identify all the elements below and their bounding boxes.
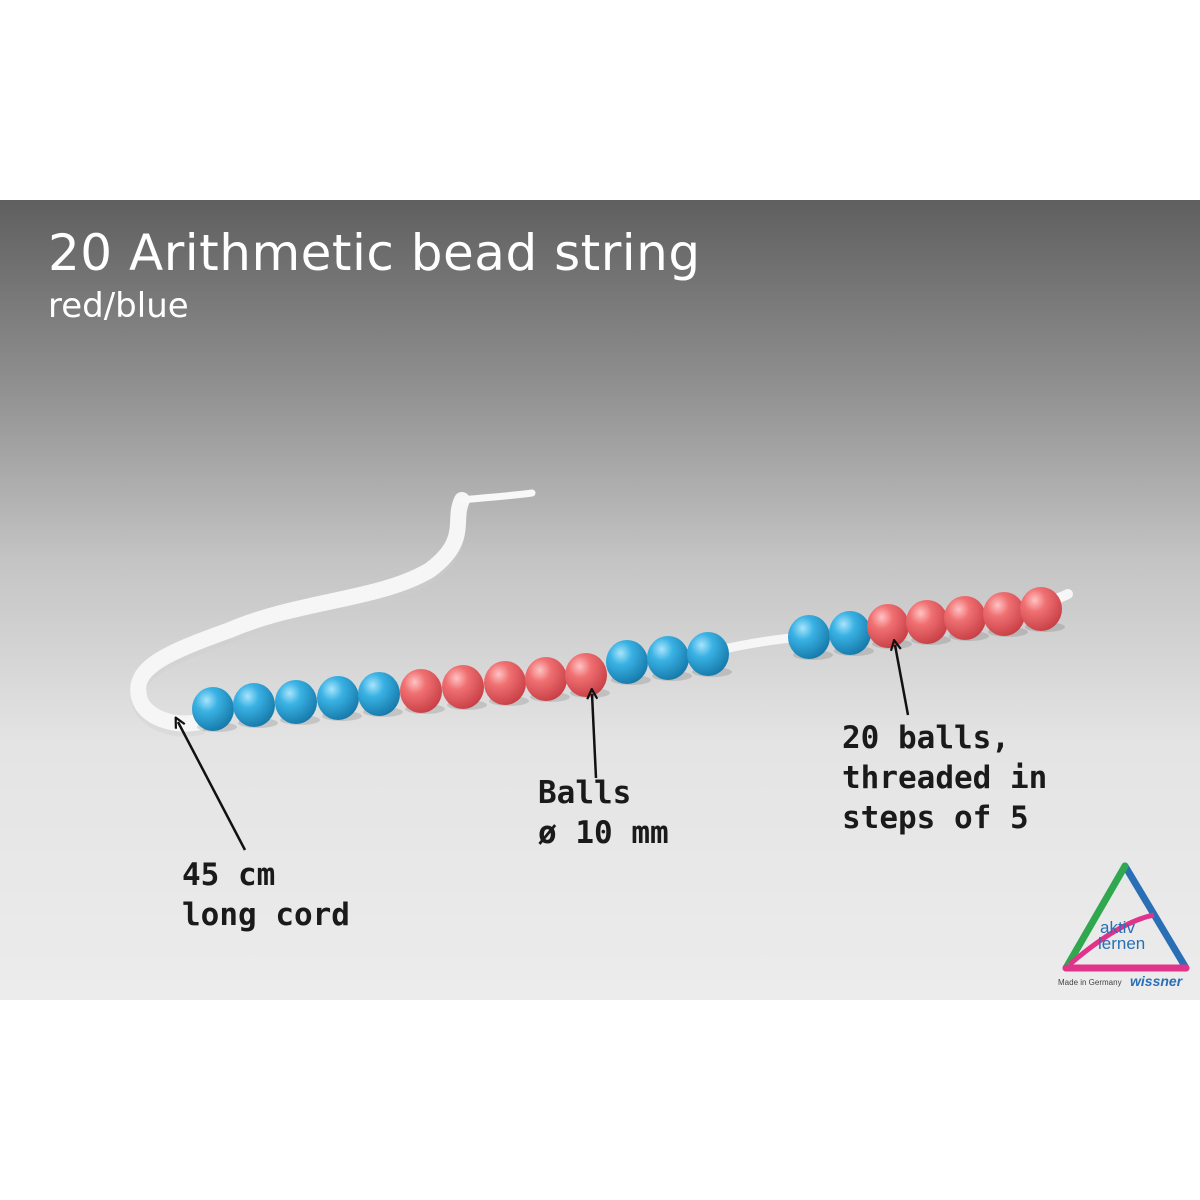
cord-end <box>458 489 536 504</box>
red-bead-18 <box>944 596 986 640</box>
annotation-cord: 45 cm long cord <box>182 855 350 935</box>
red-bead-9 <box>525 657 567 701</box>
red-bead-10 <box>565 653 607 697</box>
blue-bead-11 <box>606 640 648 684</box>
blue-bead-13 <box>687 632 729 676</box>
annotation-steps-line2: threaded in <box>842 760 1048 796</box>
logo-brand: wissner <box>1130 973 1183 989</box>
beads-group <box>192 587 1065 732</box>
blue-bead-5 <box>358 672 400 716</box>
blue-bead-1 <box>192 687 234 731</box>
logo-word-aktiv: aktiv <box>1100 918 1135 937</box>
annotation-steps-line1: 20 balls, <box>842 720 1010 756</box>
cord <box>130 492 470 732</box>
blue-bead-12 <box>647 636 689 680</box>
logo-made-in: Made in Germany <box>1058 978 1122 987</box>
cord-middle <box>715 632 805 655</box>
arrow-balls <box>592 694 596 779</box>
red-bead-7 <box>442 665 484 709</box>
blue-bead-4 <box>317 676 359 720</box>
product-panel: 20 Arithmetic bead string red/blue <box>0 200 1200 1000</box>
aktiv-lernen-logo: aktiv lernen Made in Germany wissner <box>1058 860 1192 990</box>
red-bead-6 <box>400 669 442 713</box>
annotation-steps: 20 balls, threaded in steps of 5 <box>842 718 1047 838</box>
annotation-balls-line1: Balls <box>538 775 632 811</box>
arrow-steps <box>895 645 910 716</box>
annotation-cord-line2: long cord <box>182 897 350 933</box>
annotation-cord-line1: 45 cm <box>182 857 276 893</box>
red-bead-19 <box>983 592 1025 636</box>
blue-bead-3 <box>275 680 317 724</box>
triangle-logo-icon <box>1062 862 1190 972</box>
logo-word-lernen: lernen <box>1098 934 1146 953</box>
annotation-steps-line3: steps of 5 <box>842 800 1029 836</box>
page-subtitle: red/blue <box>48 286 189 326</box>
bead-string-illustration <box>130 489 1073 851</box>
arrow-cord <box>178 722 247 851</box>
page-title: 20 Arithmetic bead string <box>48 224 701 282</box>
annotation-balls-line2: ø 10 mm <box>538 815 669 851</box>
blue-bead-15 <box>829 611 871 655</box>
red-bead-17 <box>906 600 948 644</box>
annotation-balls: Balls ø 10 mm <box>538 773 669 853</box>
blue-bead-2 <box>233 683 275 727</box>
red-bead-16 <box>867 604 909 648</box>
red-bead-8 <box>484 661 526 705</box>
red-bead-20 <box>1020 587 1062 631</box>
blue-bead-14 <box>788 615 830 659</box>
